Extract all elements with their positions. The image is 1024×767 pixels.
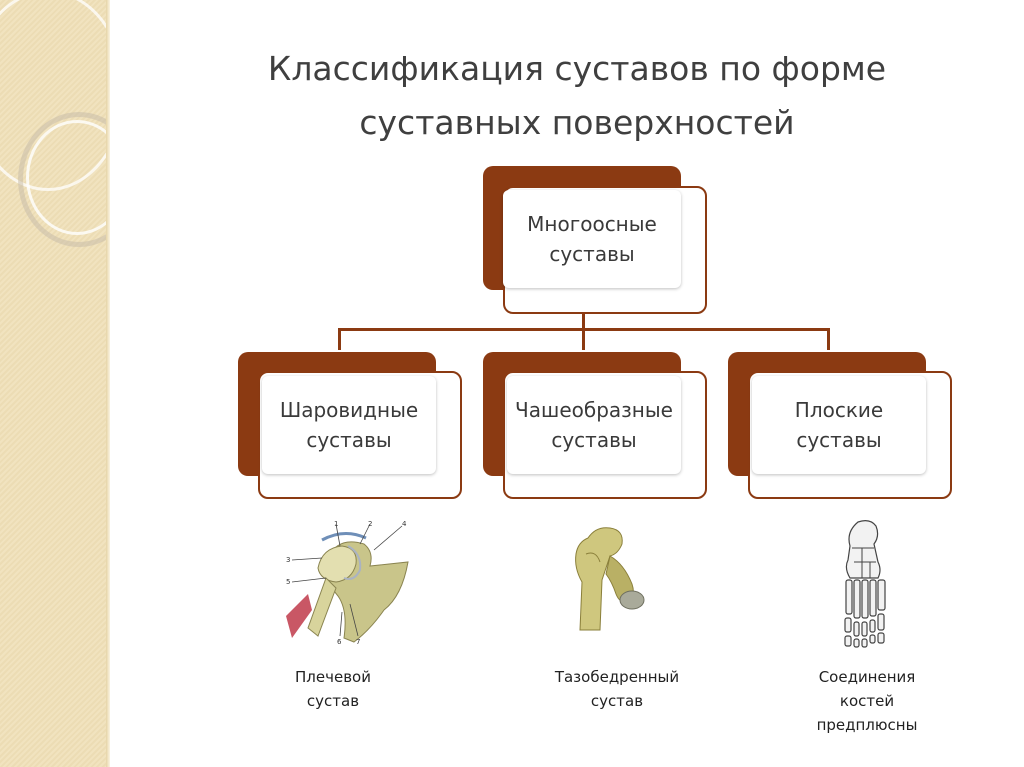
connector-vertical-root [582,314,585,330]
illustration-label: 4 [402,520,407,528]
illustration-label: 5 [286,578,290,586]
child-2-line-2: суставы [551,428,637,452]
child-3-line-2: суставы [796,428,882,452]
illustration-label: 2 [368,520,372,528]
hip-joint-illustration [575,527,645,631]
caption-1-line-2: сустав [306,692,360,710]
decorative-ring [26,120,110,235]
caption-foot: Соединения костей предплюсны [792,665,942,737]
root-line-2: суставы [549,242,635,266]
child-2-line-1: Чашеобразные [515,398,673,422]
caption-3-line-1: Соединения [818,668,916,686]
node-label: Шаровидные суставы [262,376,436,474]
illustration-label: 7 [356,638,360,646]
node-label: Чашеобразные суставы [507,376,681,474]
caption-2-line-1: Тазобедренный [554,668,680,686]
decorative-ring [18,112,110,247]
shoulder-joint-illustration: 1 2 3 4 5 6 7 [286,520,409,646]
illustration-label: 6 [337,638,342,646]
illustration-label: 3 [286,556,290,564]
caption-hip: Тазобедренный сустав [532,665,702,713]
illustration-label: 1 [334,520,338,528]
connector-right [827,328,830,350]
title-line-2: суставных поверхностей [359,103,795,142]
caption-3-line-2: костей [839,692,895,710]
caption-1-line-1: Плечевой [295,668,371,686]
child-1-line-2: суставы [306,428,392,452]
caption-3-line-3: предплюсны [816,716,918,734]
node-label: Плоские суставы [752,376,926,474]
node-label: Многоосные суставы [503,190,681,288]
caption-shoulder: Плечевой сустав [258,665,408,713]
child-1-line-1: Шаровидные [279,398,419,422]
title-line-1: Классификация суставов по форме [267,49,887,88]
foot-bones-illustration [844,520,886,648]
connector-middle [582,328,585,350]
slide-title: Классификация суставов по форме суставны… [130,42,1024,150]
decorative-sidebar [0,0,110,767]
connector-left [338,328,341,350]
root-line-1: Многоосные [527,212,657,236]
caption-2-line-2: сустав [590,692,644,710]
child-3-line-1: Плоские [794,398,884,422]
